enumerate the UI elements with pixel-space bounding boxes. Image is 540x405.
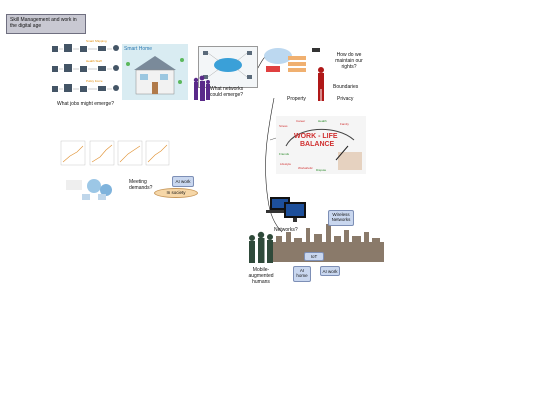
work-life-word-5: Friends bbox=[279, 152, 290, 156]
demand-diagram bbox=[62, 176, 122, 202]
networks-question[interactable]: What networks could emerge? bbox=[210, 86, 244, 98]
network-cloud-icon bbox=[203, 51, 252, 79]
jobs-row-label-3: Policy Force bbox=[86, 79, 103, 83]
mobile-augmented-humans-label[interactable]: Mobile-augmented humans bbox=[248, 267, 274, 285]
ai-work-node[interactable]: AI work bbox=[172, 176, 194, 187]
jobs-infographic: Smart Shipping Health Staff Policy Force bbox=[50, 38, 125, 103]
networks-question-2[interactable]: Networks? bbox=[274, 227, 298, 233]
boundaries-label[interactable]: Boundaries bbox=[333, 84, 359, 90]
gears-graphic bbox=[66, 179, 112, 200]
property-label[interactable]: Property bbox=[287, 96, 306, 102]
work-life-balance-image: WORK - LIFE BALANCE Career Health Family… bbox=[276, 116, 366, 174]
work-life-word-7: Workaholic bbox=[298, 166, 313, 170]
jobs-question[interactable]: What jobs might emerge? bbox=[57, 101, 114, 107]
house-icon bbox=[126, 56, 184, 95]
map-title: Skill Management and work in the digital… bbox=[10, 17, 77, 29]
iot-node[interactable]: IoT bbox=[304, 252, 324, 261]
smart-home-image: Smart Home bbox=[122, 44, 188, 100]
wireless-networks-node[interactable]: Wireless Networks bbox=[328, 210, 354, 226]
work-life-title-1: WORK - LIFE bbox=[294, 133, 338, 140]
demands-question[interactable]: Meeting demands? bbox=[129, 179, 153, 191]
work-life-word-8: Dispute bbox=[316, 168, 327, 172]
rights-question[interactable]: How do we maintain our rights? bbox=[335, 52, 363, 70]
jobs-rows-graphic bbox=[52, 44, 119, 92]
smart-home-label: Smart Home bbox=[124, 46, 153, 52]
charts-thumbnail-group bbox=[60, 140, 170, 168]
work-life-word-4: Stress bbox=[279, 124, 288, 128]
balance-swirl-graphic bbox=[285, 128, 362, 170]
map-title-box[interactable]: Skill Management and work in the digital… bbox=[6, 14, 86, 34]
work-life-word-2: Health bbox=[318, 119, 327, 123]
work-life-word-1: Career bbox=[296, 119, 306, 123]
jobs-row-label-2: Health Staff bbox=[86, 59, 102, 63]
ai-home-node[interactable]: AI home bbox=[293, 266, 311, 282]
surveillance-graphic bbox=[264, 48, 320, 72]
work-life-title-2: BALANCE bbox=[300, 141, 335, 148]
in-society-node[interactable]: In society bbox=[154, 188, 198, 198]
work-life-word-3: Family bbox=[340, 122, 349, 126]
work-life-word-6: Lifestyle bbox=[280, 162, 292, 166]
privacy-label[interactable]: Privacy bbox=[337, 96, 354, 102]
ai-work-node-2[interactable]: AI work bbox=[320, 266, 340, 276]
jobs-row-label-1: Smart Shipping bbox=[86, 39, 107, 43]
rights-illustration bbox=[262, 46, 328, 74]
small-charts-graphic bbox=[60, 140, 170, 166]
